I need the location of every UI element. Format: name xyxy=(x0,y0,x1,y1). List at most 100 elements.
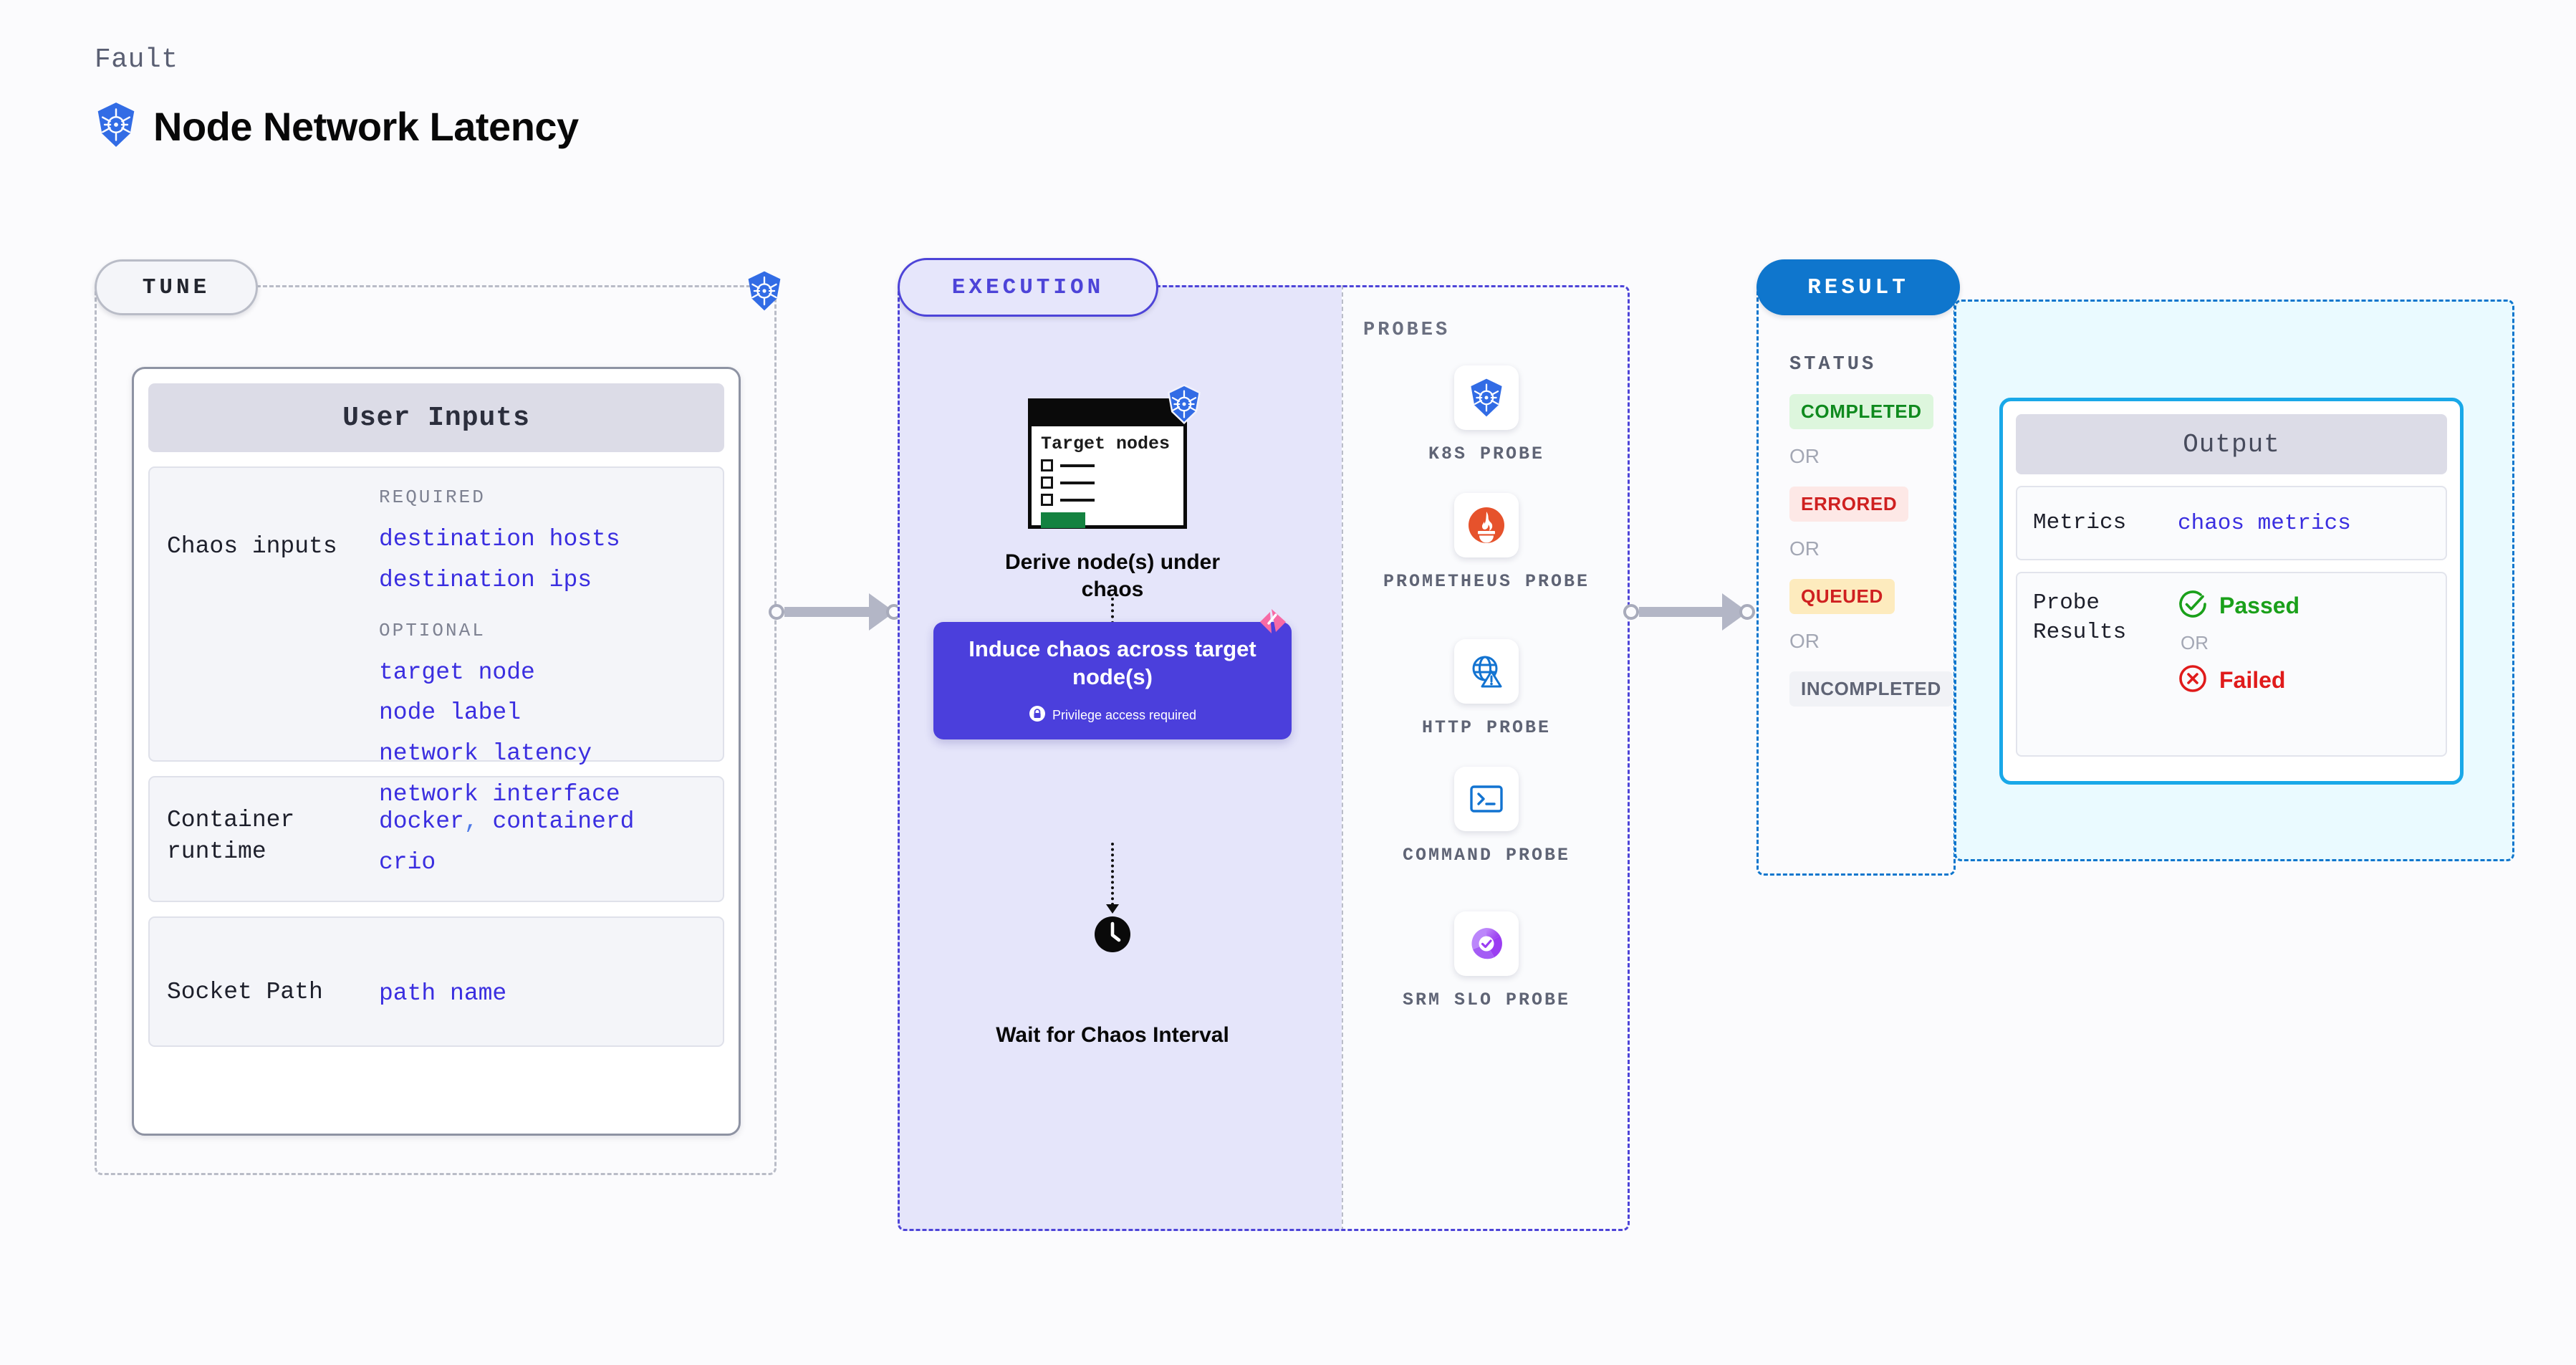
page-title: Node Network Latency xyxy=(153,104,579,149)
target-nodes-title: Target nodes xyxy=(1041,434,1171,454)
or-separator: OR xyxy=(2181,632,2209,653)
connector-start-dot xyxy=(1623,604,1639,620)
target-card-body: Target nodes xyxy=(1032,426,1183,536)
x-circle-icon xyxy=(2178,664,2208,697)
metrics-value[interactable]: chaos metrics xyxy=(2178,510,2351,536)
probe-item-http[interactable]: HTTP PROBE xyxy=(1379,639,1594,740)
placeholder-line xyxy=(1060,498,1095,502)
probes-panel xyxy=(1342,285,1630,1231)
probe-label: SRM SLO PROBE xyxy=(1402,990,1571,1010)
target-node-row xyxy=(1041,476,1174,489)
induce-chaos-label: Induce chaos across target node(s) xyxy=(969,636,1256,689)
input-network-latency[interactable]: network latency xyxy=(379,740,592,767)
connector-tune-to-execution xyxy=(769,593,902,631)
chaos-inputs-values: REQUIRED destination hosts destination i… xyxy=(379,487,706,815)
page-header: Fault Node Network Latency xyxy=(95,44,579,152)
execution-stage-border xyxy=(898,285,1630,1231)
tune-stage-border xyxy=(95,285,777,1175)
status-badge-completed: COMPLETED xyxy=(1789,394,1933,429)
execution-stage-badge[interactable]: EXECUTION xyxy=(898,258,1158,317)
outcome-panel: Output Metrics chaos metrics Probe Resul… xyxy=(1954,300,2514,861)
socket-path-value[interactable]: path name xyxy=(379,980,507,1007)
socket-path-block: Socket Path path name xyxy=(148,916,724,1047)
srm-slo-icon xyxy=(1454,911,1519,976)
connector-bar xyxy=(784,607,870,617)
probe-item-k8s[interactable]: K8S PROBE xyxy=(1379,365,1594,466)
status-badge-errored: ERRORED xyxy=(1789,487,1909,522)
prometheus-icon xyxy=(1454,493,1519,557)
required-group-title: REQUIRED xyxy=(379,487,486,508)
induce-chaos-node[interactable]: Induce chaos across target node(s) Privi… xyxy=(933,622,1292,739)
tune-stage: TUNE User Inputs Chaos inputs REQUIRED d… xyxy=(95,259,777,1175)
privilege-note-row: Privilege access required xyxy=(1029,705,1196,726)
checkbox-icon[interactable] xyxy=(1041,459,1053,471)
kubernetes-icon xyxy=(1166,384,1203,428)
passed-label: Passed xyxy=(2219,593,2300,618)
input-destination-hosts[interactable]: destination hosts xyxy=(379,526,620,552)
probe-label: COMMAND PROBE xyxy=(1402,845,1571,866)
checkbox-icon[interactable] xyxy=(1041,494,1053,506)
container-runtime-values: docker, containerd crio xyxy=(379,796,706,882)
probe-results-label: Probe Results xyxy=(2033,590,2127,645)
check-circle-icon xyxy=(2178,589,2208,623)
placeholder-line xyxy=(1060,464,1095,467)
kubernetes-icon xyxy=(745,270,784,315)
input-target-node[interactable]: target node xyxy=(379,658,535,686)
probe-item-command[interactable]: COMMAND PROBE xyxy=(1379,767,1594,868)
probe-item-prometheus[interactable]: PROMETHEUS PROBE xyxy=(1379,493,1594,594)
probe-label: PROMETHEUS PROBE xyxy=(1383,571,1590,592)
derive-nodes-label: Derive node(s) under chaos xyxy=(1004,550,1221,601)
runtime-containerd[interactable]: containerd xyxy=(492,808,635,835)
container-runtime-block: Container runtime docker, containerd cri… xyxy=(148,776,724,902)
tune-stage-badge[interactable]: TUNE xyxy=(95,259,258,315)
fault-eyebrow-label: Fault xyxy=(95,44,178,75)
chaos-inputs-block: Chaos inputs REQUIRED destination hosts … xyxy=(148,466,724,808)
user-inputs-title: User Inputs xyxy=(148,383,724,452)
page-title-row: Node Network Latency xyxy=(95,101,579,152)
target-card-titlebar xyxy=(1032,402,1183,426)
kubernetes-icon xyxy=(1454,365,1519,430)
input-destination-ips[interactable]: destination ips xyxy=(379,566,592,593)
runtime-line-1[interactable]: docker, containerd xyxy=(379,802,706,843)
status-list: STATUS COMPLETED OR ERRORED OR QUEUED OR… xyxy=(1789,354,1953,707)
probe-result-failed: Failed xyxy=(2178,664,2299,697)
http-globe-warning-icon xyxy=(1454,639,1519,704)
status-badge-incompleted: INCOMPLETED xyxy=(1789,671,1953,707)
status-title: STATUS xyxy=(1789,354,1877,375)
arrow-shaft xyxy=(1111,843,1114,906)
metrics-block: Metrics chaos metrics xyxy=(2016,486,2447,560)
metrics-label: Metrics xyxy=(2033,509,2127,535)
output-card: Output Metrics chaos metrics Probe Resul… xyxy=(1999,398,2464,785)
runtime-docker[interactable]: docker xyxy=(379,808,464,835)
result-stage-badge[interactable]: RESULT xyxy=(1756,259,1960,315)
probe-item-srm-slo[interactable]: SRM SLO PROBE xyxy=(1379,911,1594,1012)
runtime-crio[interactable]: crio xyxy=(379,848,436,876)
or-separator: OR xyxy=(1789,537,1820,560)
connector-end-dot xyxy=(1739,604,1755,620)
clock-icon xyxy=(1094,916,1131,957)
probe-result-passed: Passed xyxy=(2178,589,2299,623)
input-node-label[interactable]: node label xyxy=(379,699,522,727)
checkbox-icon[interactable] xyxy=(1041,476,1053,489)
probes-title: PROBES xyxy=(1363,320,1451,341)
wait-chaos-interval-label: Wait for Chaos Interval xyxy=(996,1023,1229,1047)
target-node-row xyxy=(1041,494,1174,506)
kubernetes-icon xyxy=(95,101,138,152)
target-node-row xyxy=(1041,459,1174,471)
lock-icon xyxy=(1029,705,1046,726)
socket-path-values: path name xyxy=(379,937,706,1027)
terminal-icon xyxy=(1454,767,1519,831)
execution-stage: EXECUTION PROBES Target nodes xyxy=(898,258,1630,1231)
or-separator: OR xyxy=(1789,630,1820,652)
input-network-interface[interactable]: network interface xyxy=(379,780,620,808)
result-stage: RESULT STATUS COMPLETED OR ERRORED OR QU… xyxy=(1756,259,1960,876)
connector-execution-to-result xyxy=(1623,593,1755,631)
connector-bar xyxy=(1639,607,1724,617)
probe-results-values: Passed OR Failed xyxy=(2178,589,2299,739)
placeholder-line xyxy=(1060,481,1095,484)
optional-group-title: OPTIONAL xyxy=(379,619,486,641)
confirm-button-shape[interactable] xyxy=(1041,512,1085,528)
probe-label: HTTP PROBE xyxy=(1421,717,1552,738)
or-separator: OR xyxy=(1789,445,1820,467)
target-nodes-card: Target nodes xyxy=(1028,398,1187,529)
